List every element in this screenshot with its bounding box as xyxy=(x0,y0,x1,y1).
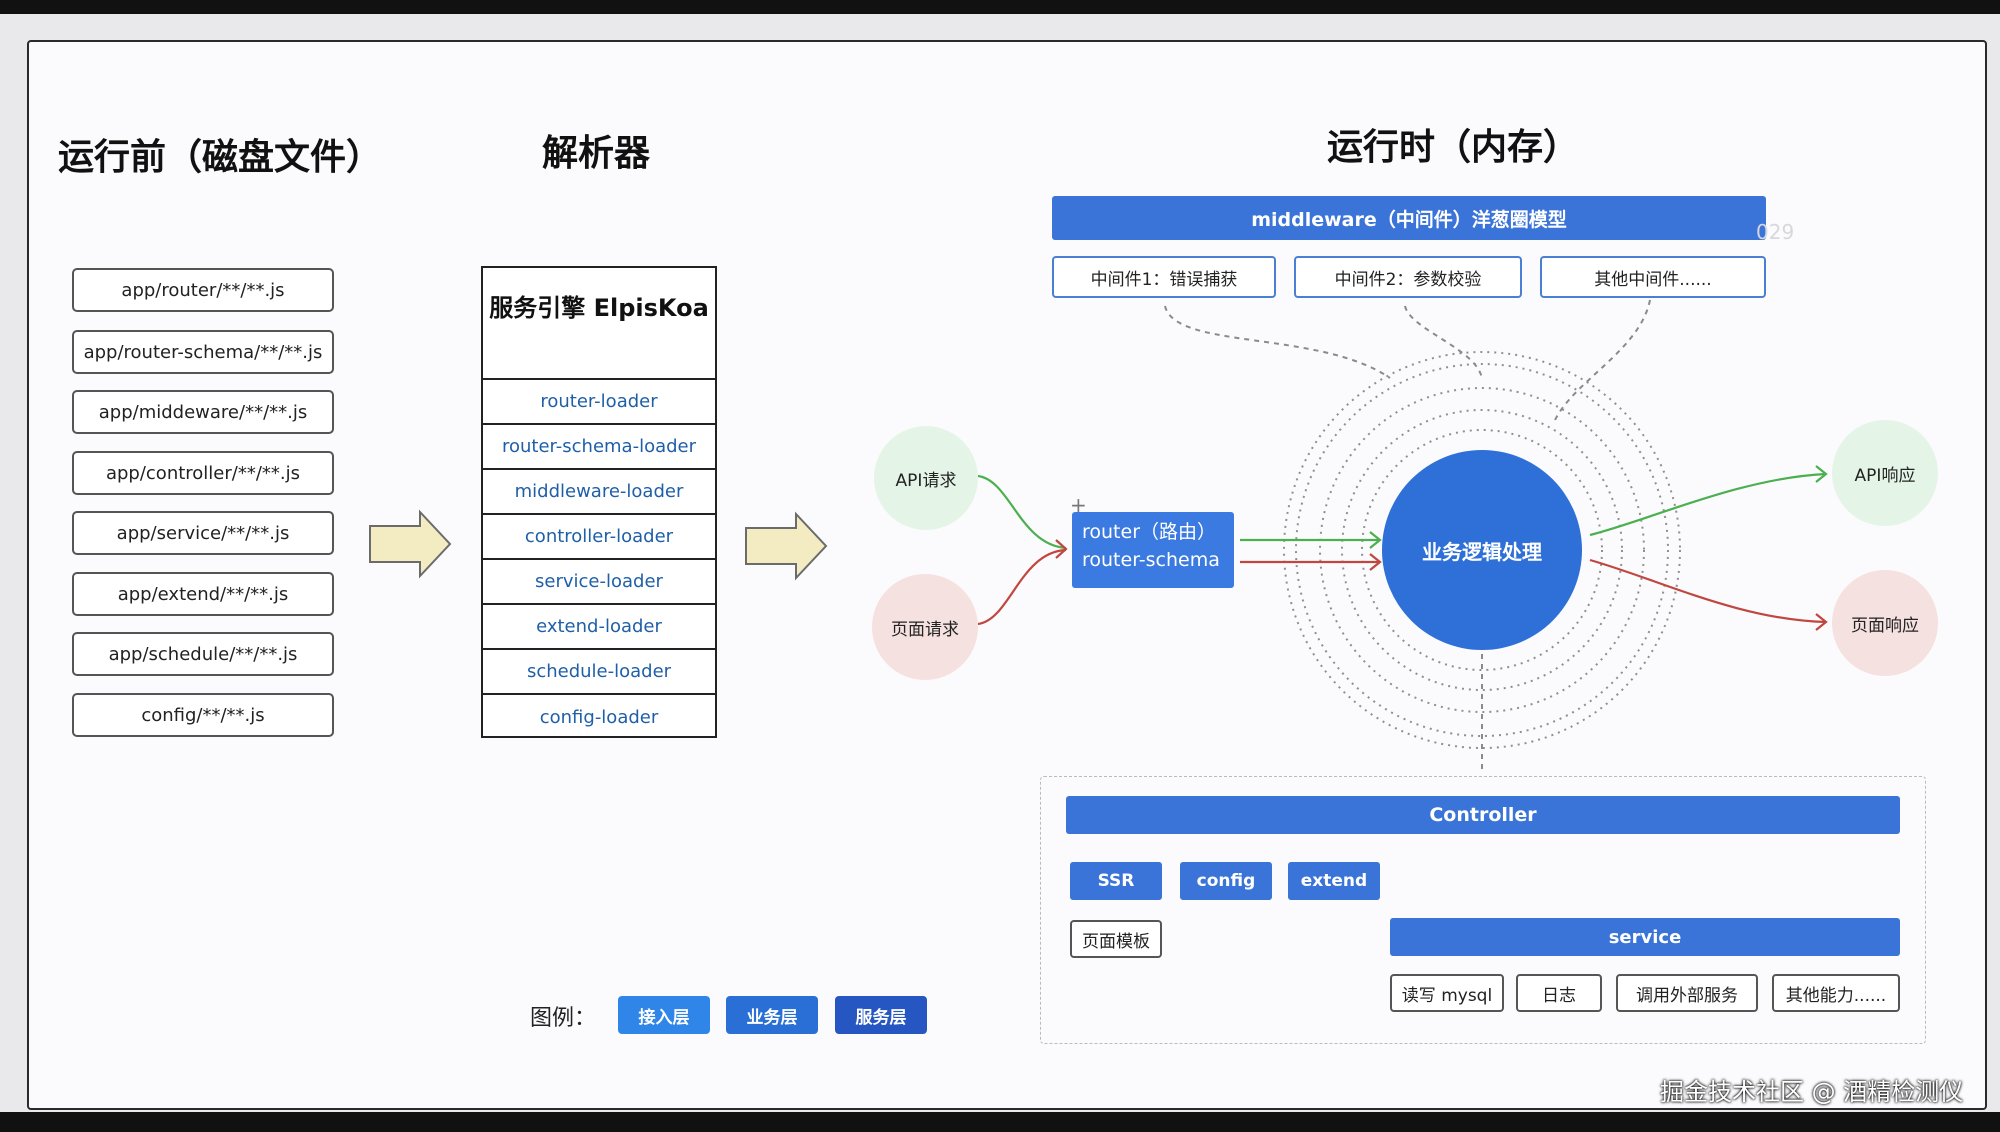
arrow-parser-to-runtime xyxy=(745,511,828,581)
ssr-module: SSR xyxy=(1070,862,1162,900)
onion-rings xyxy=(1283,351,1681,749)
faint-number: 029 xyxy=(1756,220,1795,244)
red-flow xyxy=(977,548,1827,626)
arrow-files-to-parser xyxy=(369,509,452,579)
service-mysql: 读写 mysql xyxy=(1390,974,1504,1012)
router-schema-label: router-schema xyxy=(1082,549,1220,571)
plus-mark: + xyxy=(1070,493,1087,517)
legend-business-layer: 业务层 xyxy=(726,996,818,1034)
arrowheads xyxy=(1055,465,1828,631)
legend-label: 图例： xyxy=(530,1006,597,1031)
loader-router: router-loader xyxy=(483,380,715,425)
middleware-dashed-links xyxy=(1164,299,1651,770)
title-before-runtime: 运行前（磁盘文件） xyxy=(58,137,383,178)
controller-bar: Controller xyxy=(1066,796,1900,834)
top-bezel xyxy=(0,0,2000,14)
business-logic-core: 业务逻辑处理 xyxy=(1382,450,1582,650)
legend-service-layer: 服务层 xyxy=(835,996,927,1034)
page-response-node: 页面响应 xyxy=(1832,570,1938,676)
engine-title: 服务引擎 ElpisKoa xyxy=(483,268,715,380)
loader-service: service-loader xyxy=(483,560,715,605)
loader-middleware: middleware-loader xyxy=(483,470,715,515)
loader-config: config-loader xyxy=(539,707,659,728)
file-service: app/service/**/**.js xyxy=(72,511,334,555)
page-request-node: 页面请求 xyxy=(872,574,978,680)
green-flow xyxy=(977,472,1827,550)
file-middleware: app/middeware/**/**.js xyxy=(72,390,334,434)
loader-controller: controller-loader xyxy=(483,515,715,560)
engine-box: 服务引擎 ElpisKoa router-loader router-schem… xyxy=(481,266,717,738)
file-extend: app/extend/**/**.js xyxy=(72,572,334,616)
middleware-others: 其他中间件...... xyxy=(1540,256,1766,298)
extend-module: extend xyxy=(1288,862,1380,900)
file-router-schema: app/router-schema/**/**.js xyxy=(72,330,334,374)
service-log: 日志 xyxy=(1516,974,1602,1012)
loader-schedule: schedule-loader xyxy=(483,650,715,695)
file-config: config/**/**.js xyxy=(72,693,334,737)
file-router: app/router/**/**.js xyxy=(72,268,334,312)
api-request-node: API请求 xyxy=(874,426,978,530)
page-template: 页面模板 xyxy=(1070,920,1162,958)
legend-access-layer: 接入层 xyxy=(618,996,710,1034)
file-schedule: app/schedule/**/**.js xyxy=(72,632,334,676)
middleware-bar: middleware（中间件）洋葱圈模型 xyxy=(1052,196,1766,240)
config-module: config xyxy=(1180,862,1272,900)
service-external-call: 调用外部服务 xyxy=(1616,974,1758,1012)
middleware-error-catch: 中间件1：错误捕获 xyxy=(1052,256,1276,298)
bottom-bezel xyxy=(0,1112,2000,1132)
title-runtime: 运行时（内存） xyxy=(1327,127,1580,168)
service-other-capabilities: 其他能力...... xyxy=(1772,974,1900,1012)
loader-extend: extend-loader xyxy=(483,605,715,650)
api-response-node: API响应 xyxy=(1832,420,1938,526)
service-bar: service xyxy=(1390,918,1900,956)
router-box: router（路由） router-schema xyxy=(1072,512,1234,588)
title-parser: 解析器 xyxy=(542,133,651,174)
watermark: 掘金技术社区 @ 酒精检测仪 xyxy=(1660,1078,1964,1106)
router-label: router（路由） xyxy=(1082,521,1217,543)
loader-router-schema: router-schema-loader xyxy=(483,425,715,470)
middleware-param-check: 中间件2：参数校验 xyxy=(1294,256,1522,298)
file-controller: app/controller/**/**.js xyxy=(72,451,334,495)
